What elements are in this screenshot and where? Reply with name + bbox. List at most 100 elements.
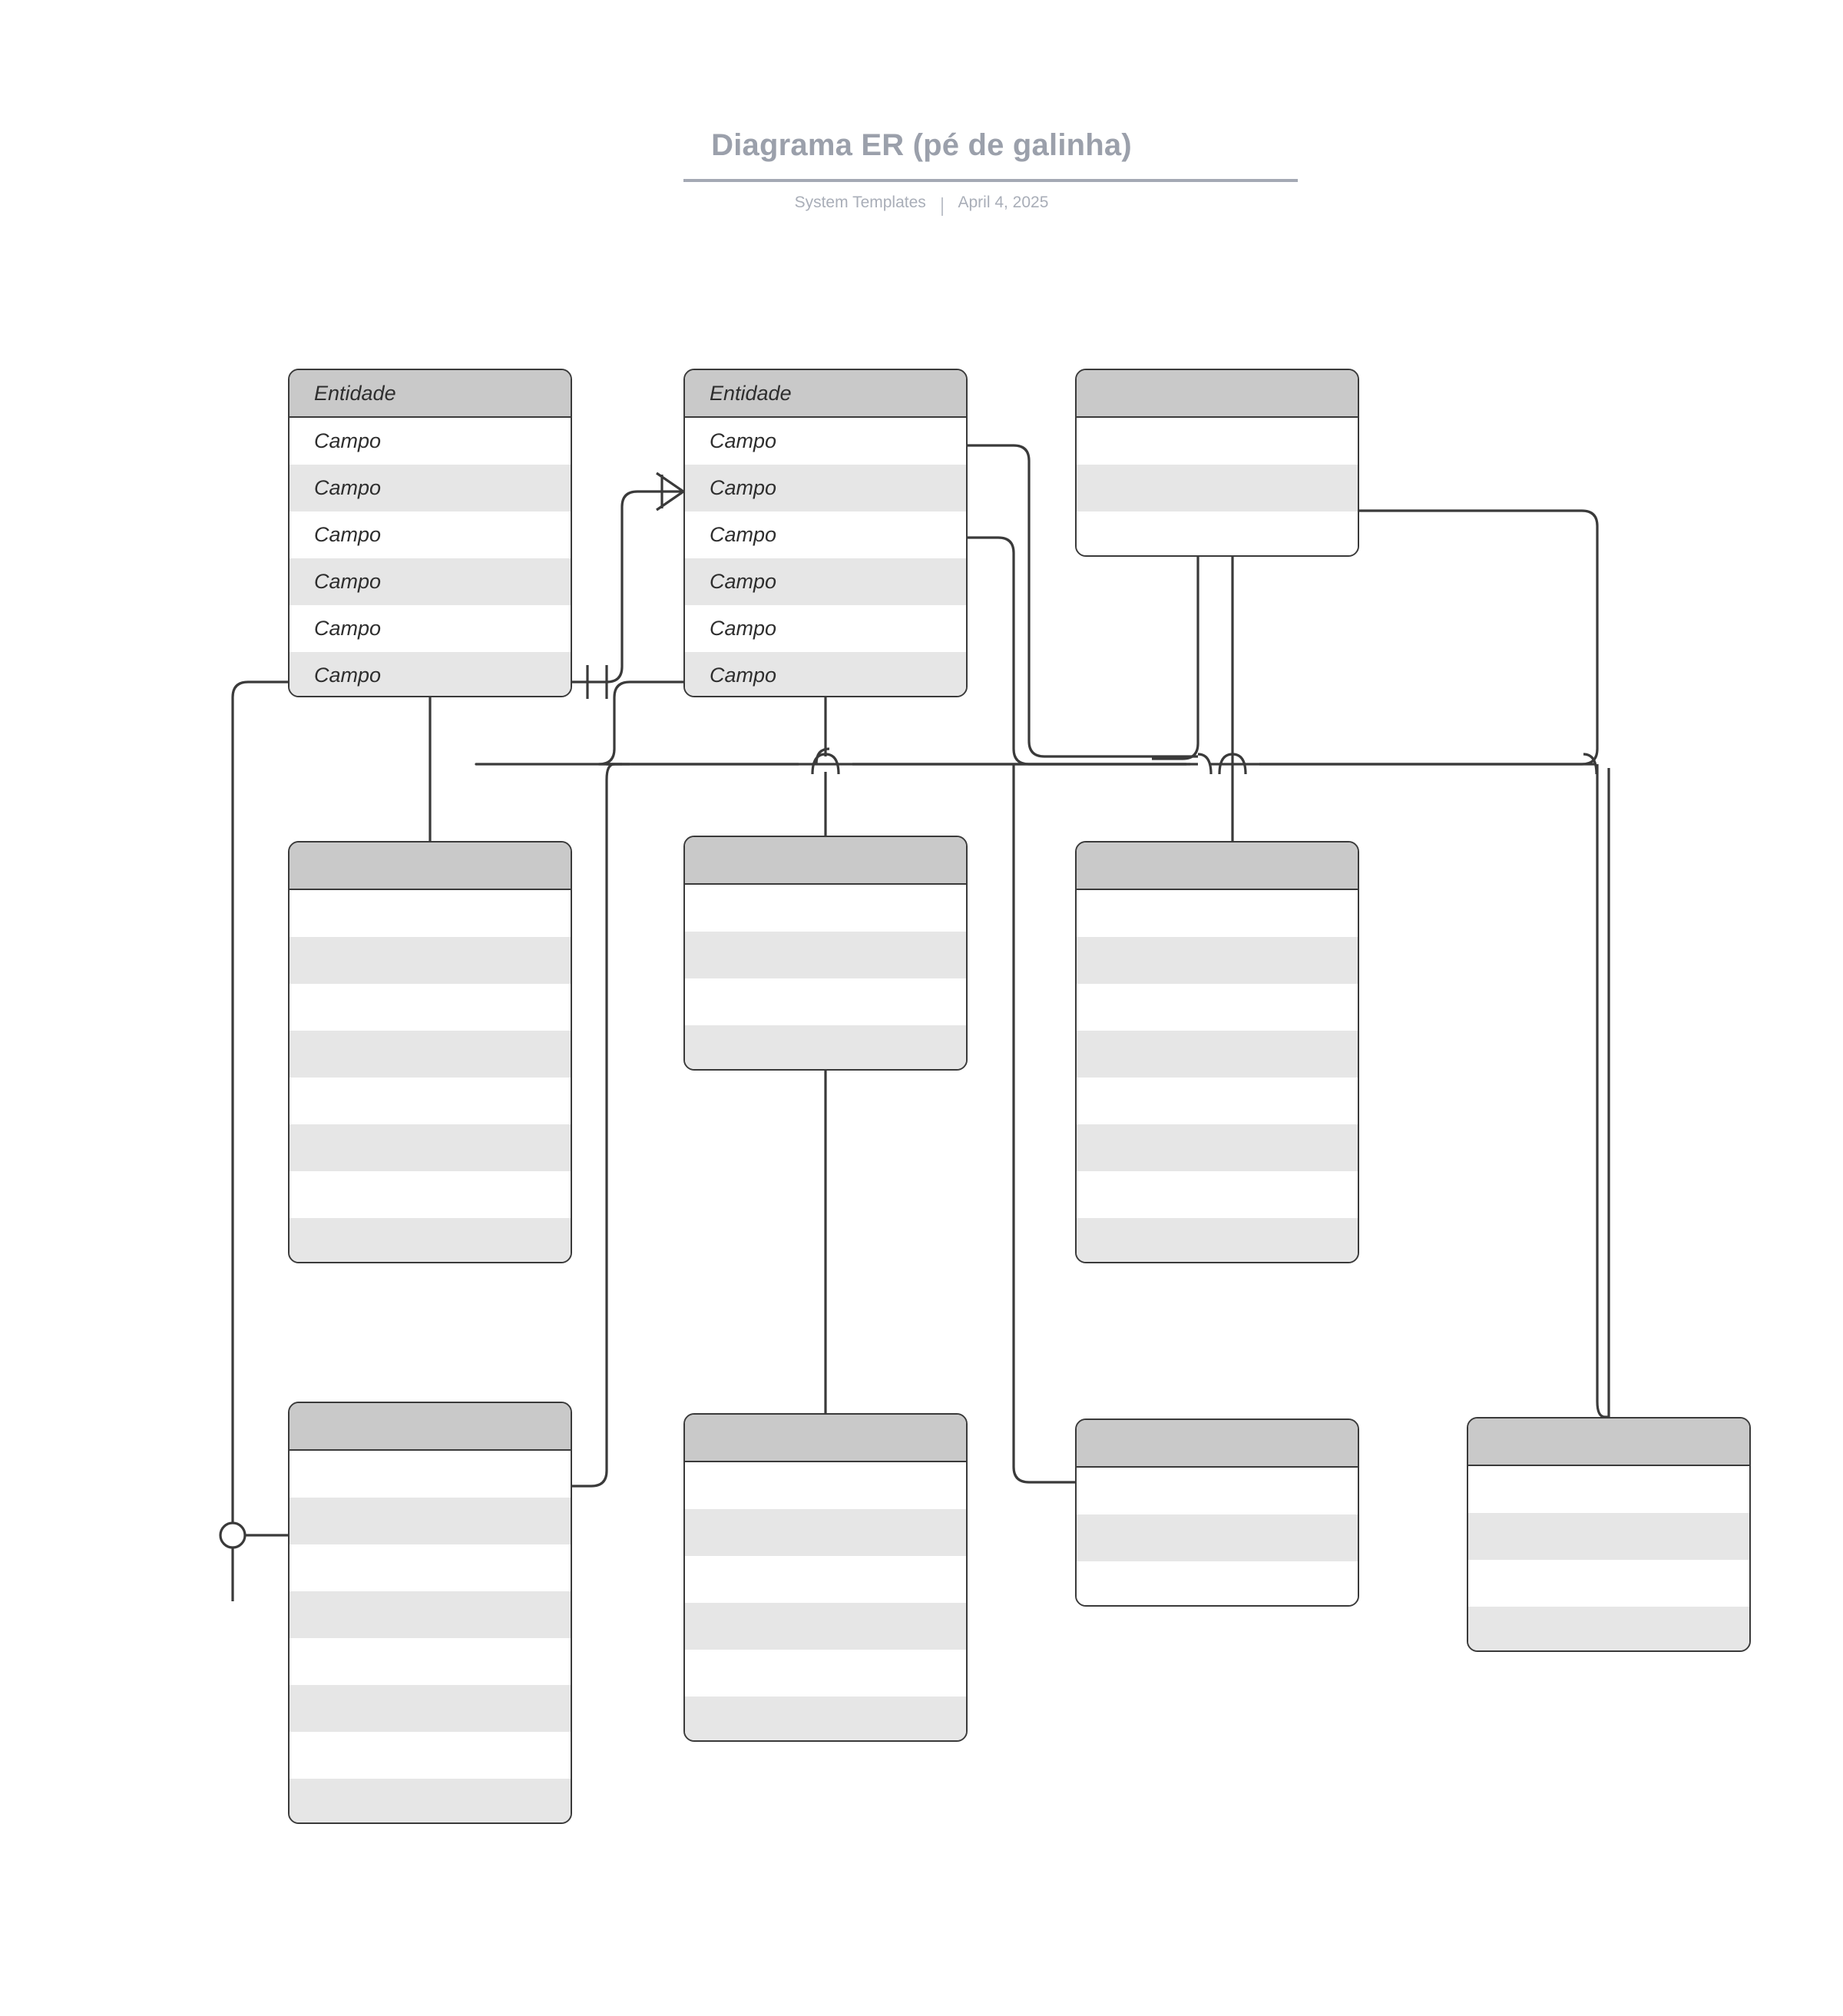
entity-field-row[interactable]: Campo [685, 511, 966, 558]
entity-field-row[interactable] [1077, 1078, 1358, 1124]
entity-field-row[interactable] [1077, 1218, 1358, 1262]
entity-field-row[interactable] [685, 978, 966, 1025]
entity-field-row[interactable] [685, 1025, 966, 1069]
connector-entity7-right-arm [572, 763, 615, 1488]
entity-field-list [290, 890, 571, 1262]
entity-field-row[interactable] [290, 1078, 571, 1124]
entity-header[interactable]: Entidade [685, 370, 966, 418]
entity-field-row[interactable]: Campo [685, 558, 966, 605]
entity-field-row[interactable]: Campo [290, 418, 571, 465]
entity-field-row[interactable]: Campo [685, 465, 966, 511]
entity-header[interactable] [1077, 842, 1358, 890]
entity-field-label: Campo [710, 570, 777, 593]
entity-field-row[interactable] [1468, 1466, 1749, 1513]
entity-box[interactable] [288, 841, 572, 1263]
entity-field-row[interactable] [1468, 1560, 1749, 1607]
entity-field-row[interactable]: Campo [290, 605, 571, 652]
entity-field-row[interactable] [1468, 1513, 1749, 1560]
entity-field-row[interactable] [290, 1124, 571, 1171]
entity-header[interactable] [685, 1415, 966, 1462]
entity-header[interactable] [1077, 1420, 1358, 1468]
entity-field-row[interactable] [1077, 984, 1358, 1031]
hop-arc-3 [1218, 753, 1247, 775]
hop-arc-4 [1583, 753, 1598, 775]
entity-field-row[interactable] [1077, 1561, 1358, 1605]
entity-field-row[interactable] [290, 1638, 571, 1685]
entity-header[interactable]: Entidade [290, 370, 571, 418]
entity-field-list [1077, 1468, 1358, 1605]
entity-field-list [1077, 418, 1358, 555]
entity-field-label: Campo [710, 523, 777, 546]
entity-field-row[interactable] [1077, 1514, 1358, 1561]
entity-field-row[interactable] [1077, 1031, 1358, 1078]
entity-box[interactable] [1075, 841, 1359, 1263]
entity-field-row[interactable] [290, 1031, 571, 1078]
entity-field-row[interactable] [1077, 418, 1358, 465]
entity-header[interactable] [685, 837, 966, 885]
entity-box[interactable] [683, 836, 968, 1071]
entity-field-row[interactable] [290, 890, 571, 937]
entity-field-row[interactable] [1077, 1124, 1358, 1171]
entity-field-label: Campo [314, 570, 382, 593]
entity-title: Entidade [710, 381, 792, 405]
entity-field-row[interactable] [290, 984, 571, 1031]
entity-field-row[interactable] [290, 1218, 571, 1262]
entity-box[interactable] [683, 1413, 968, 1742]
connector-entity3-entity6-a [1152, 554, 1199, 760]
entity-field-row[interactable] [290, 1779, 571, 1822]
entity-header[interactable] [1077, 370, 1358, 418]
entity-field-row[interactable]: Campo [290, 558, 571, 605]
entity-field-row[interactable]: Campo [685, 652, 966, 696]
entity-field-row[interactable] [290, 1685, 571, 1732]
entity-field-row[interactable] [685, 1556, 966, 1603]
entity-field-row[interactable]: Campo [685, 605, 966, 652]
hop-arc-1 [811, 753, 840, 775]
entity-field-row[interactable] [685, 1462, 966, 1509]
subtitle-separator [941, 197, 943, 217]
entity-field-row[interactable] [290, 1171, 571, 1218]
entity-title: Entidade [314, 381, 396, 405]
entity-field-row[interactable] [290, 937, 571, 984]
entity-field-label: Campo [314, 664, 382, 687]
page-title: Diagrama ER (pé de galinha) [711, 128, 1132, 162]
entity-field-row[interactable] [685, 1697, 966, 1740]
entity-field-row[interactable] [685, 1650, 966, 1697]
entity-field-row[interactable] [685, 1509, 966, 1556]
entity-field-row[interactable] [1077, 1171, 1358, 1218]
hop-arc-2 [1197, 753, 1213, 775]
entity-field-row[interactable] [1468, 1607, 1749, 1650]
entity-field-row[interactable] [1077, 890, 1358, 937]
entity-field-row[interactable]: Campo [685, 418, 966, 465]
entity-field-list [1077, 890, 1358, 1262]
entity-field-row[interactable]: Campo [290, 652, 571, 696]
entity-header[interactable] [290, 1403, 571, 1451]
entity-field-label: Campo [710, 664, 777, 687]
entity-field-row[interactable] [290, 1498, 571, 1544]
entity-field-list [1468, 1466, 1749, 1650]
entity-header[interactable] [290, 842, 571, 890]
entity-field-label: Campo [314, 617, 382, 640]
entity-box[interactable] [1467, 1417, 1751, 1652]
entity-box[interactable] [1075, 1418, 1359, 1607]
entity-field-row[interactable] [1077, 465, 1358, 511]
entity-field-row[interactable] [290, 1544, 571, 1591]
connector-entity2-entity9-drop [1012, 764, 1075, 1484]
entity-field-row[interactable] [290, 1591, 571, 1638]
entity-field-row[interactable] [1077, 511, 1358, 555]
entity-field-row[interactable] [685, 885, 966, 932]
entity-field-row[interactable] [685, 932, 966, 978]
entity-field-row[interactable] [1077, 937, 1358, 984]
entity-field-row[interactable]: Campo [290, 511, 571, 558]
entity-box[interactable] [1075, 369, 1359, 557]
entity-field-list [685, 1462, 966, 1740]
entity-field-row[interactable]: Campo [290, 465, 571, 511]
entity-field-row[interactable] [685, 1603, 966, 1650]
entity-field-row[interactable] [1077, 1468, 1358, 1514]
entity-header[interactable] [1468, 1418, 1749, 1466]
entity-field-row[interactable] [290, 1451, 571, 1498]
entity-box[interactable] [288, 1402, 572, 1824]
entity-field-row[interactable] [290, 1732, 571, 1779]
